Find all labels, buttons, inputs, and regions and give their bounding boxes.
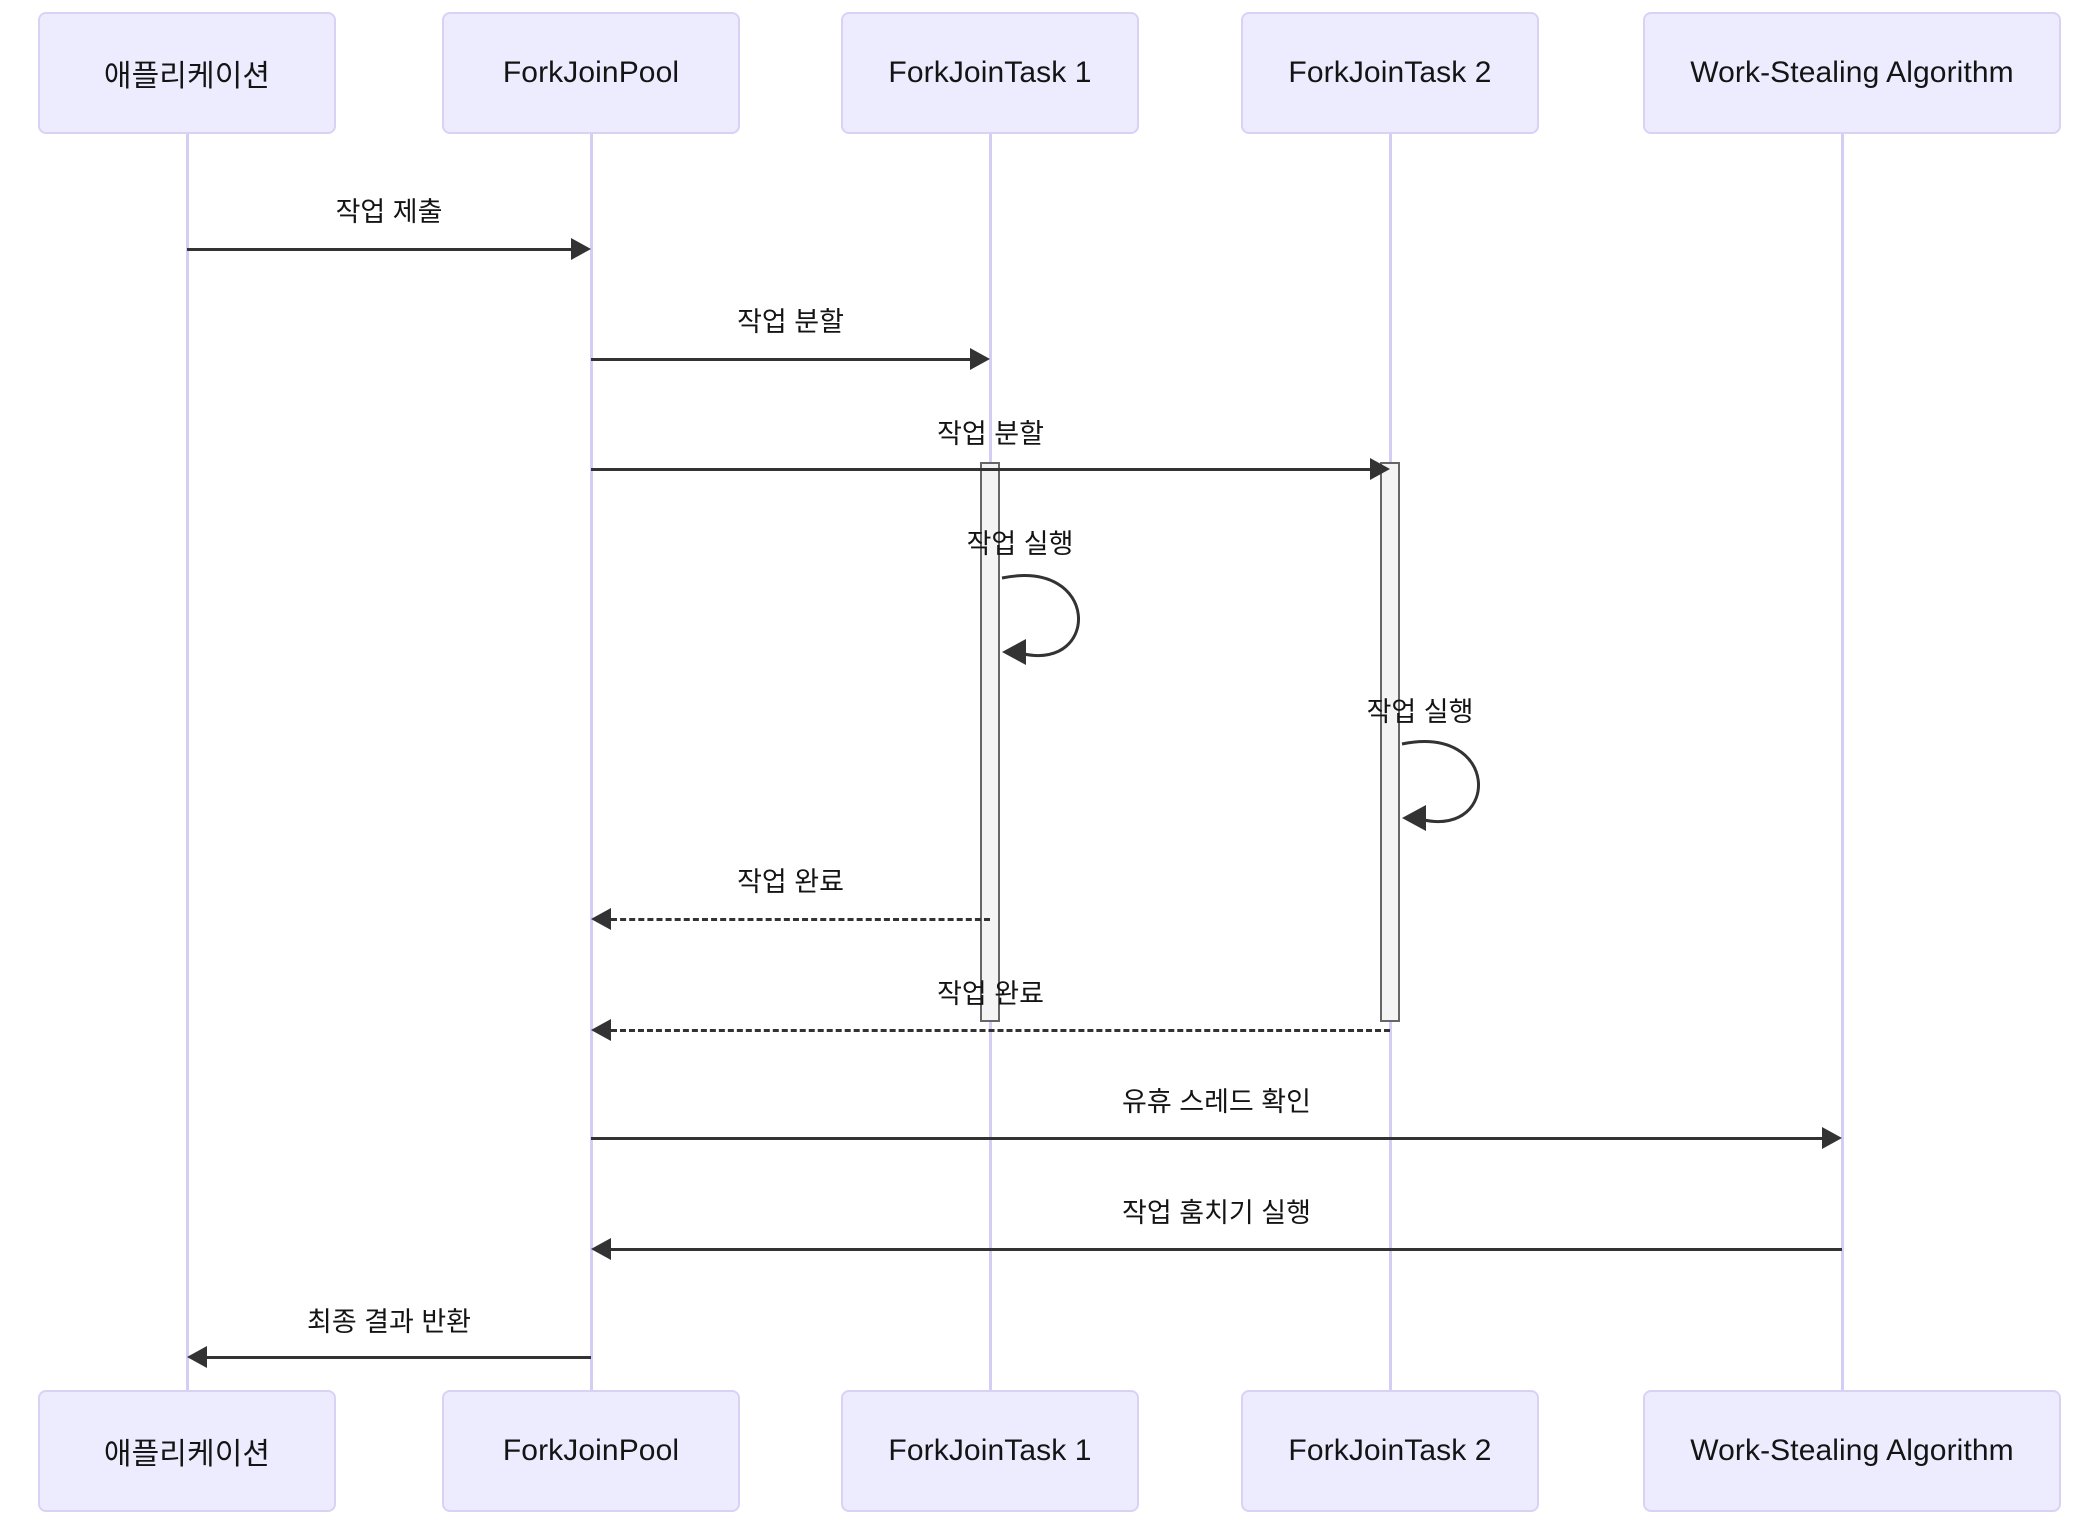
message-label-m3: 작업 분할: [937, 419, 1044, 449]
participant-box-t2-bottom[interactable]: ForkJoinTask 2: [1241, 1390, 1539, 1512]
participant-label: Work-Stealing Algorithm: [1690, 1434, 2014, 1467]
self-message-m4: [1000, 566, 1108, 676]
participant-label: ForkJoinTask 2: [1288, 56, 1492, 89]
message-arrowhead-m9: [591, 1238, 611, 1260]
message-label-m5: 작업 실행: [1366, 697, 1474, 727]
participant-box-app-top[interactable]: 애플리케이션: [38, 12, 336, 134]
participant-box-app-bottom[interactable]: 애플리케이션: [38, 1390, 336, 1512]
message-line-m7: [611, 1029, 1390, 1032]
message-label-m7: 작업 완료: [937, 979, 1044, 1009]
participant-label: ForkJoinTask 1: [888, 56, 1092, 89]
participant-box-t1-top[interactable]: ForkJoinTask 1: [841, 12, 1139, 134]
message-label-m6: 작업 완료: [737, 867, 844, 897]
activation-bar-t1: [980, 462, 1000, 1022]
participant-label: ForkJoinTask 2: [1288, 1434, 1492, 1467]
participant-box-ws-top[interactable]: Work-Stealing Algorithm: [1643, 12, 2061, 134]
message-arrowhead-m1: [571, 238, 591, 260]
lifeline-app: [186, 134, 189, 1390]
message-line-m6: [611, 918, 990, 921]
participant-box-ws-bottom[interactable]: Work-Stealing Algorithm: [1643, 1390, 2061, 1512]
participant-label: ForkJoinPool: [502, 56, 680, 89]
message-line-m10: [207, 1356, 591, 1359]
participant-box-pool-top[interactable]: ForkJoinPool: [442, 12, 740, 134]
participant-label: 애플리케이션: [103, 1438, 271, 1471]
message-arrowhead-m10: [187, 1346, 207, 1368]
message-label-m4: 작업 실행: [966, 529, 1074, 559]
message-line-m1: [187, 248, 571, 251]
message-label-m1: 작업 제출: [335, 197, 443, 227]
participant-box-t1-bottom[interactable]: ForkJoinTask 1: [841, 1390, 1139, 1512]
message-arrowhead-m6: [591, 908, 611, 930]
message-line-m9: [611, 1248, 1842, 1251]
activation-bar-t2: [1380, 462, 1400, 1022]
message-line-m3: [591, 468, 1370, 471]
lifeline-ws: [1841, 134, 1844, 1390]
message-label-m8: 유휴 스레드 확인: [1122, 1087, 1311, 1117]
participant-label: ForkJoinTask 1: [888, 1434, 1092, 1467]
self-message-m5: [1400, 732, 1508, 842]
message-arrowhead-m3: [1370, 458, 1390, 480]
message-line-m8: [591, 1137, 1822, 1140]
lifeline-pool: [590, 134, 593, 1390]
participant-label: Work-Stealing Algorithm: [1690, 56, 2014, 89]
message-arrowhead-m2: [970, 348, 990, 370]
message-label-m9: 작업 훔치기 실행: [1122, 1198, 1311, 1228]
message-label-m2: 작업 분할: [737, 307, 844, 337]
message-arrowhead-m8: [1822, 1127, 1842, 1149]
message-arrowhead-m7: [591, 1019, 611, 1041]
participant-box-t2-top[interactable]: ForkJoinTask 2: [1241, 12, 1539, 134]
message-line-m2: [591, 358, 970, 361]
participant-label: ForkJoinPool: [502, 1434, 680, 1467]
participant-label: 애플리케이션: [103, 60, 271, 93]
message-label-m10: 최종 결과 반환: [306, 1307, 472, 1337]
participant-box-pool-bottom[interactable]: ForkJoinPool: [442, 1390, 740, 1512]
